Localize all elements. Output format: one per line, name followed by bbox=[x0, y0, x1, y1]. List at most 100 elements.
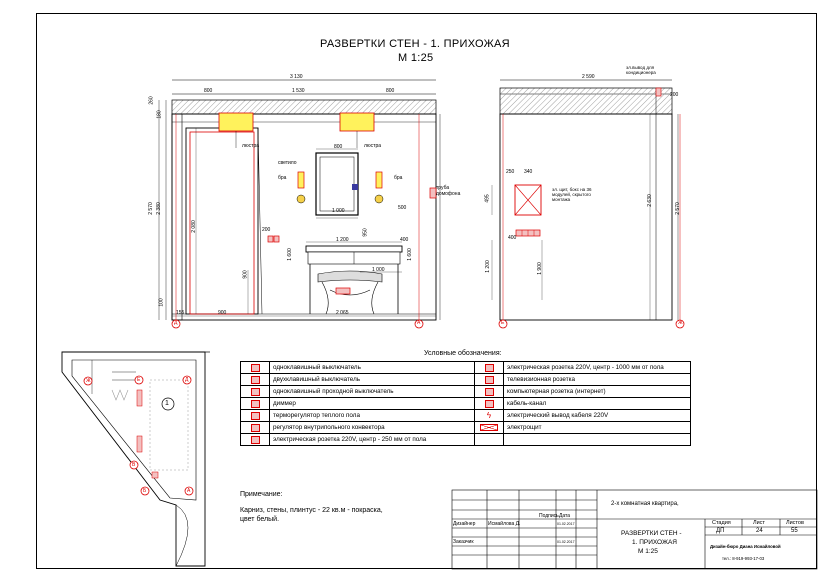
electric-panel-icon bbox=[480, 423, 498, 431]
dim-shelf-h2: 1 900 bbox=[536, 262, 543, 275]
legend-row: одноклавишный выключатель электрическая … bbox=[240, 361, 691, 374]
stamp-sheet-title-1: РАЗВЕРТКИ СТЕН - bbox=[621, 530, 682, 537]
switch-1key-icon bbox=[250, 363, 260, 372]
dimmer-icon bbox=[250, 399, 260, 408]
stamp-sheet-title-2: 1. ПРИХОЖАЯ bbox=[632, 539, 677, 546]
dim-seg1: 800 bbox=[204, 88, 213, 94]
outlet-250-icon bbox=[250, 435, 260, 444]
cable-channel-icon bbox=[484, 399, 494, 408]
plan-axis-e: Е bbox=[137, 377, 141, 383]
switch-2key-icon bbox=[250, 375, 260, 384]
label-ac-note: эл.вывод для кондиционера bbox=[626, 65, 656, 75]
title-block bbox=[451, 489, 818, 570]
dim-h-sub: 2 380 bbox=[155, 202, 162, 215]
elevation-left bbox=[158, 79, 441, 329]
label-sconce: светило bbox=[278, 160, 297, 166]
dim-sconce-right: 1 600 bbox=[406, 248, 413, 261]
dim-h-total: 2 570 bbox=[147, 202, 154, 215]
legend-title: Условные обозначения: bbox=[424, 350, 502, 357]
dim-bottom-left: 155 bbox=[176, 310, 185, 316]
legend-left-item: диммер bbox=[269, 397, 475, 410]
outlet-1000-icon bbox=[484, 363, 494, 372]
dim-seg2: 1 530 bbox=[292, 88, 305, 94]
page-title: РАЗВЕРТКИ СТЕН - 1. ПРИХОЖАЯ bbox=[320, 38, 510, 50]
plan-axis-v: В bbox=[132, 462, 136, 468]
stamp-company: Дизайн-бюро Диана Исмайловой bbox=[710, 544, 781, 549]
dim-seg3: 800 bbox=[386, 88, 395, 94]
axis-zh-label: Ж bbox=[678, 320, 683, 326]
legend-right-item: кабель-канал bbox=[503, 397, 691, 410]
dim-panel-h: 495 bbox=[484, 194, 491, 203]
dim-panel-w1: 250 bbox=[506, 169, 515, 175]
stamp-client-role: Заказчик bbox=[453, 539, 474, 545]
legend-right-item: электрощит bbox=[503, 421, 691, 434]
plan-axis-zh: Ж bbox=[86, 378, 91, 384]
stamp-client-date: 01.02.2017 bbox=[557, 540, 575, 544]
legend-row: терморегулятор теплого пола ϟ электричес… bbox=[240, 409, 691, 422]
legend-row: диммер кабель-канал bbox=[240, 397, 691, 410]
label-bra-right: бра bbox=[394, 175, 403, 181]
axis-e-label: Е bbox=[501, 320, 505, 326]
dim-bottom-right: 2 065 bbox=[336, 310, 349, 316]
stamp-phone: тел.: 8-919-993-17-03 bbox=[722, 556, 765, 561]
label-panel-note: эл. щит, бокс на 36 модулей, скрытого мо… bbox=[552, 187, 592, 202]
legend-right-item: компьютерная розетка (интернет) bbox=[503, 385, 691, 398]
network-outlet-icon bbox=[484, 387, 494, 396]
plan-axis-d: Д bbox=[185, 377, 189, 383]
note-heading: Примечание: bbox=[240, 491, 283, 498]
stamp-stage-label: Стадия bbox=[712, 520, 731, 526]
dim-right-h-sub: 2 630 bbox=[646, 194, 653, 207]
dim-right-total: 2 590 bbox=[582, 74, 595, 80]
dim-cab-depth: 400 bbox=[400, 237, 409, 243]
note-text-line2: цвет белый. bbox=[240, 516, 280, 523]
elevation-right bbox=[491, 79, 685, 329]
drawing-frame bbox=[36, 13, 817, 569]
dim-shelf-w: 400 bbox=[508, 235, 517, 241]
dim-cab-top: 950 bbox=[362, 228, 369, 237]
dim-h-top1: 260 bbox=[148, 96, 155, 105]
dim-right-gap: 500 bbox=[398, 205, 407, 211]
stamp-sheet-title-3: М 1:25 bbox=[638, 548, 658, 555]
stamp-project: 2-х комнатная квартира, bbox=[611, 501, 679, 507]
plan-axis-a: А bbox=[187, 488, 191, 494]
stamp-designer-role: Дизайнер bbox=[453, 521, 476, 527]
dim-mirror-w: 800 bbox=[334, 144, 343, 150]
axis-d-label: Д bbox=[174, 320, 178, 326]
dim-total-width: 3 130 bbox=[290, 74, 303, 80]
stamp-designer-name: Исмайлова Д. bbox=[488, 521, 521, 527]
dim-console-h: 1 000 bbox=[372, 267, 385, 273]
dim-shelf-h: 1 200 bbox=[484, 260, 491, 273]
legend-left-item: электрическая розетка 220V, центр - 250 … bbox=[269, 433, 475, 446]
dim-h-top2: 180 bbox=[156, 110, 163, 119]
label-bra-left: бра bbox=[278, 175, 287, 181]
legend-row: двухклавишный выключатель телевизионная … bbox=[240, 373, 691, 386]
stamp-sheet-label: Лист bbox=[753, 520, 765, 526]
lightning-icon: ϟ bbox=[474, 409, 504, 422]
label-pipe: труба домофона bbox=[436, 185, 461, 197]
legend-row: одноклавишный проходной выключатель комп… bbox=[240, 385, 691, 398]
dim-panel-w2: 340 bbox=[524, 169, 533, 175]
legend-left-item: одноклавишный проходной выключатель bbox=[269, 385, 475, 398]
thermostat-icon bbox=[250, 411, 260, 420]
stamp-sheets-value: 55 bbox=[791, 528, 798, 534]
floor-plan bbox=[61, 351, 210, 567]
dim-baseboard: 100 bbox=[158, 298, 165, 307]
stamp-stage-value: ДП bbox=[716, 528, 725, 534]
stamp-sign-label: Подпись bbox=[539, 513, 559, 519]
convector-regulator-icon bbox=[250, 423, 260, 432]
dim-sw-w: 200 bbox=[262, 227, 271, 233]
label-lamp-right: люстра bbox=[364, 143, 382, 149]
dim-sconce-left: 1 600 bbox=[286, 248, 293, 261]
legend: одноклавишный выключатель электрическая … bbox=[240, 361, 691, 446]
dim-console-w: 1 200 bbox=[336, 237, 349, 243]
stamp-sheet-value: 24 bbox=[756, 528, 763, 534]
legend-row: электрическая розетка 220V, центр - 250 … bbox=[240, 433, 691, 446]
legend-left-item: регулятор внутрипольного конвектора bbox=[269, 421, 475, 434]
note-text-line1: Карниз, стены, плинтус - 22 кв.м - покра… bbox=[240, 507, 383, 514]
stamp-designer-date: 01.02.2017 bbox=[557, 522, 575, 526]
legend-table: одноклавишный выключатель электрическая … bbox=[240, 361, 691, 446]
dim-bottom-door: 900 bbox=[218, 310, 227, 316]
legend-right-item: телевизионная розетка bbox=[503, 373, 691, 386]
switch-passthrough-icon bbox=[250, 387, 260, 396]
